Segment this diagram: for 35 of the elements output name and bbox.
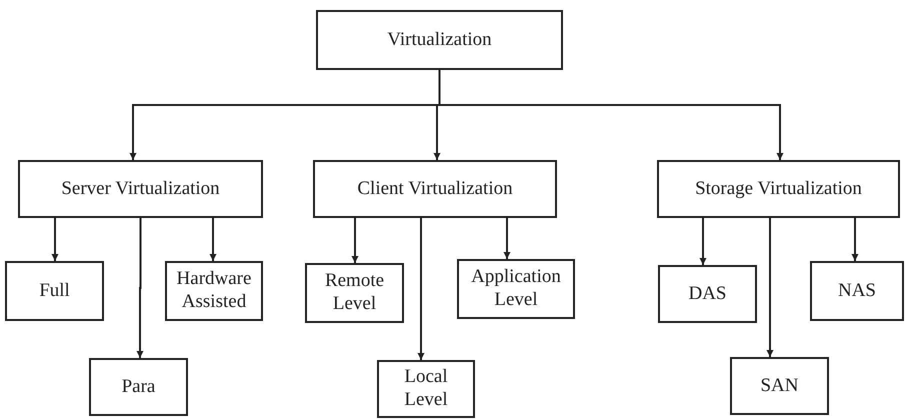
box-label: Remote Level: [324, 270, 386, 316]
box-label: DAS: [688, 282, 726, 306]
arrow: [700, 218, 706, 265]
box: [377, 360, 475, 418]
box: [658, 265, 757, 323]
box: [313, 160, 557, 218]
box-label: Application Level: [470, 266, 562, 312]
box-label: Storage Virtualization: [695, 178, 862, 200]
arrow: [852, 218, 858, 261]
box: [305, 263, 404, 323]
arrow: [504, 218, 510, 259]
arrow: [52, 218, 58, 261]
box-label: SAN: [760, 374, 798, 398]
box: [657, 160, 900, 218]
box-label: Local Level: [403, 366, 449, 412]
box-label: Virtualization: [387, 28, 492, 52]
box-label: Server Virtualization: [61, 178, 220, 200]
arrow: [136, 218, 144, 358]
box-label: Client Virtualization: [357, 178, 513, 200]
box-label: Full: [39, 280, 70, 302]
box: [457, 259, 575, 319]
box: [316, 10, 563, 70]
arrow: [210, 218, 216, 261]
box: [5, 261, 104, 321]
arrow: [418, 218, 424, 360]
box: [18, 160, 263, 218]
box-label: NAS: [838, 280, 876, 302]
box: [730, 357, 829, 415]
box: [89, 358, 188, 416]
box-label: Hardware Assisted: [176, 268, 252, 314]
box-label: Para: [122, 376, 156, 398]
box: [165, 261, 263, 321]
box: [810, 261, 904, 321]
arrow: [766, 218, 774, 357]
arrow: [352, 218, 358, 263]
